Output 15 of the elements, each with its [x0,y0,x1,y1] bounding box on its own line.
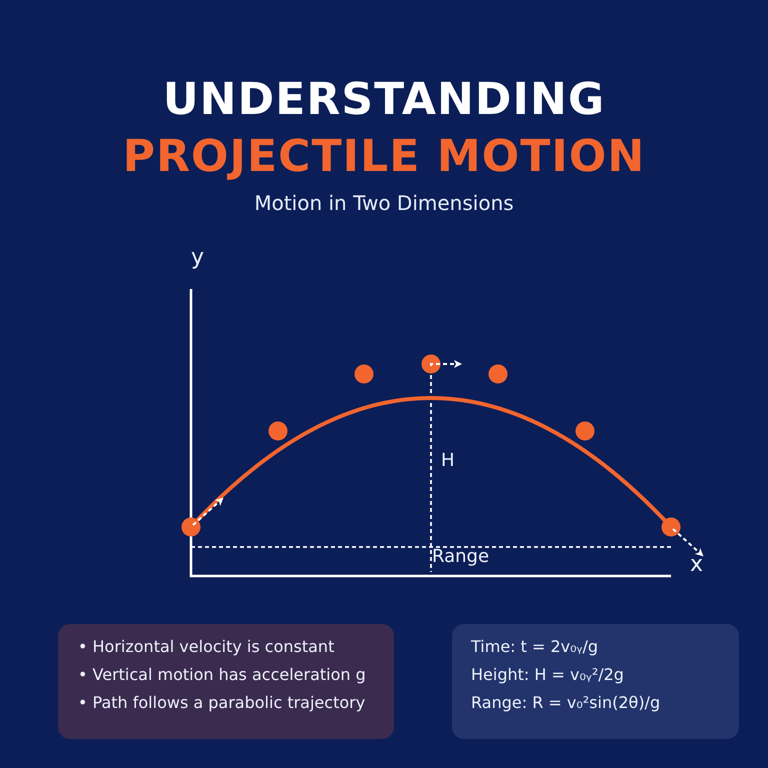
title: UNDERSTANDING [162,73,606,127]
info-text: Height: H = v₀ᵧ²/2g [471,664,625,686]
axis-label: H [441,452,455,470]
info-card [58,624,394,739]
info-text: • Path follows a parabolic trajectory [78,692,366,714]
axis-label: y [191,247,204,269]
info-card [452,624,739,739]
info-text: Range: R = v₀²sin(2θ)/g [471,692,662,714]
info-text: Time: t = 2v₀ᵧ/g [471,636,600,658]
info-text: • Vertical motion has acceleration g [78,664,367,686]
axis-label: Range [432,548,490,566]
info-text: • Horizontal velocity is constant [78,636,336,658]
axis-label: x [690,554,704,576]
subtitle: Motion in Two Dimensions [254,190,514,217]
title: PROJECTILE MOTION [122,130,646,184]
